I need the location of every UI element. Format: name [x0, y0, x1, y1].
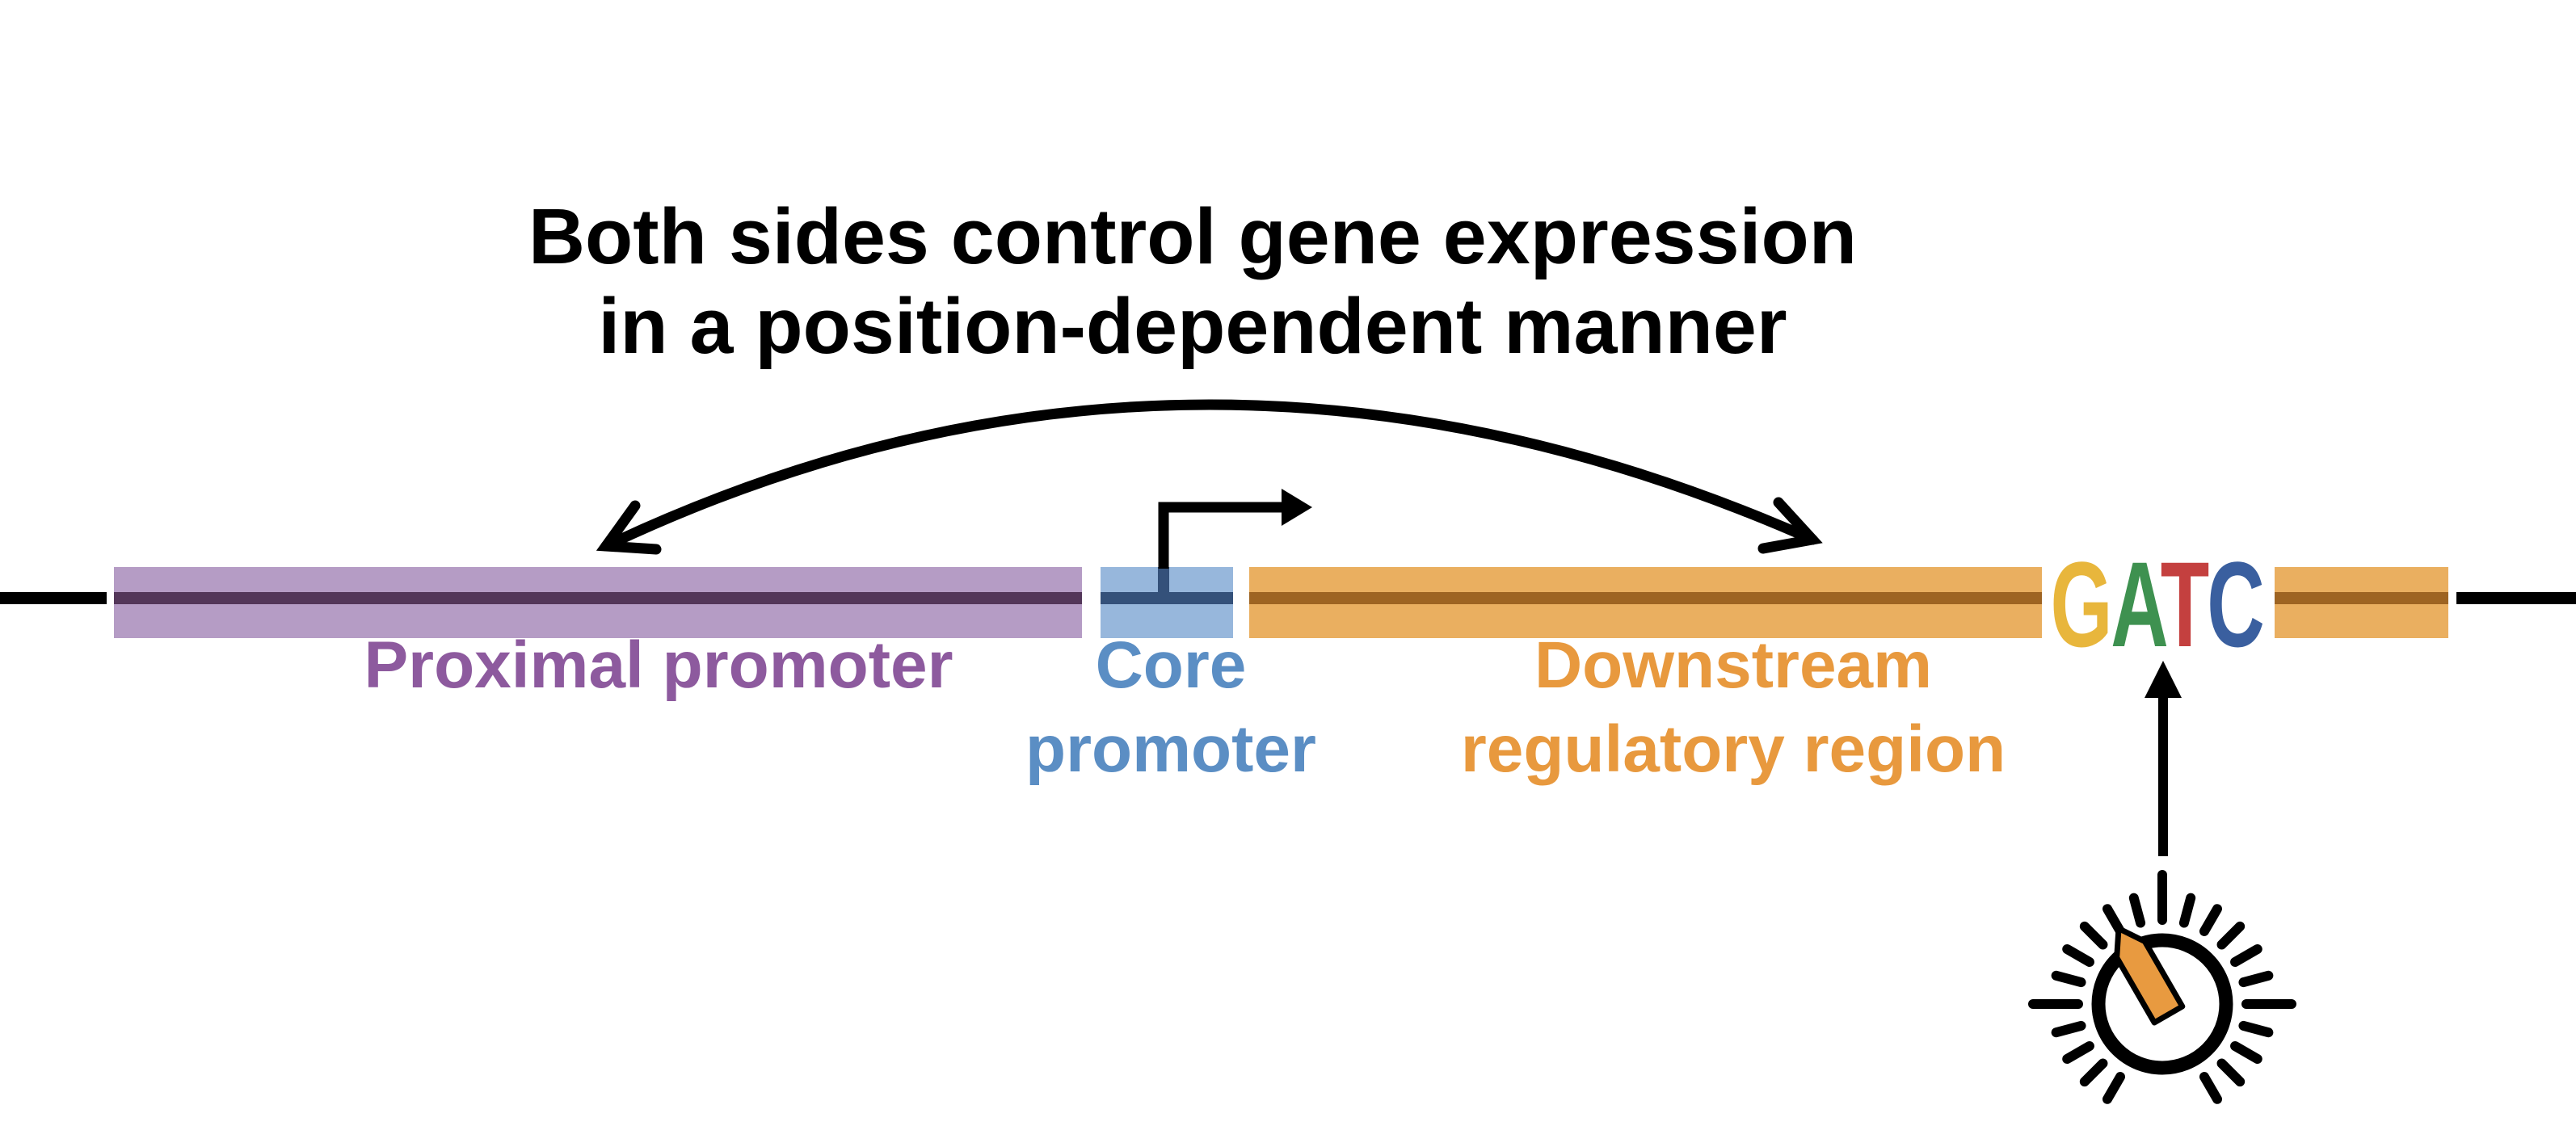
dial-tick: [2238, 970, 2274, 988]
proximal-promoter-label: Proximal promoter: [364, 628, 953, 702]
downstream-region-stripe: [1249, 592, 2042, 604]
proximal-promoter-stripe: [114, 592, 1082, 604]
dna-line-left: [0, 592, 107, 604]
dial-tick: [2199, 1072, 2222, 1104]
dna-line-right: [2456, 592, 2576, 604]
diagram-title: Both sides control gene expression in a …: [528, 191, 1857, 371]
gatc-letter-c: C: [2207, 536, 2264, 672]
dial-tick: [2216, 921, 2246, 950]
dial-tick: [2238, 1020, 2274, 1038]
proximal-promoter-block: [114, 567, 1082, 638]
bidirectional-arrow-right-head: [1757, 497, 1823, 554]
dial-tick: [2079, 921, 2108, 950]
dial-tick: [2051, 970, 2086, 988]
dial-tick: [2178, 893, 2196, 928]
downstream-region-block-2: [2275, 567, 2448, 638]
transcription-start-arrow: [1158, 489, 1312, 569]
transcription-start-arrowhead: [1282, 489, 1312, 526]
dial-tick: [2102, 1072, 2125, 1104]
gatc-letter-g: G: [2050, 536, 2112, 672]
gatc-letter-t: T: [2161, 536, 2209, 672]
dial-tick-marks: [2028, 870, 2296, 1104]
dial-tick: [2216, 1058, 2246, 1087]
gatc-sequence: G A T C: [2050, 536, 2264, 672]
downstream-region-label-line1: Downstream: [1534, 628, 1933, 702]
sequence-pointer-arrowhead: [2145, 661, 2182, 698]
bidirectional-arrow-left-head: [596, 500, 662, 555]
core-promoter-label-line2: promoter: [1025, 712, 1316, 786]
sequence-pointer-arrow: [2145, 661, 2182, 856]
dial-tick: [2230, 1041, 2262, 1064]
dial-ring: [2091, 933, 2233, 1075]
dial-tick: [2051, 1020, 2086, 1038]
bidirectional-arrow: [596, 399, 1823, 555]
bidirectional-arrow-arc: [600, 399, 1818, 552]
dial-tick: [2062, 944, 2094, 967]
downstream-region-label: Downstream regulatory region: [1461, 624, 2006, 792]
dial-tick: [2230, 944, 2262, 967]
title-line-2: in a position-dependent manner: [598, 282, 1787, 370]
dial-tick: [2079, 1058, 2108, 1087]
core-promoter-label-line1: Core: [1095, 628, 1247, 702]
dial-tick: [2102, 904, 2125, 936]
dial-tick: [2128, 893, 2146, 928]
dial-icon: [2028, 870, 2296, 1104]
downstream-region-stripe-2: [2275, 592, 2448, 604]
core-promoter-label: Core promoter: [1025, 624, 1316, 792]
dial-tick: [2199, 904, 2222, 936]
dial-pointer: [2114, 925, 2186, 1026]
title-line-1: Both sides control gene expression: [528, 192, 1857, 280]
transcription-start-notch: [1158, 567, 1169, 604]
downstream-region-label-line2: regulatory region: [1460, 712, 2006, 786]
core-promoter-block: [1101, 567, 1233, 638]
dial-tick: [2062, 1041, 2094, 1064]
gatc-letter-a: A: [2111, 536, 2168, 672]
downstream-region-block: [1249, 567, 2042, 638]
